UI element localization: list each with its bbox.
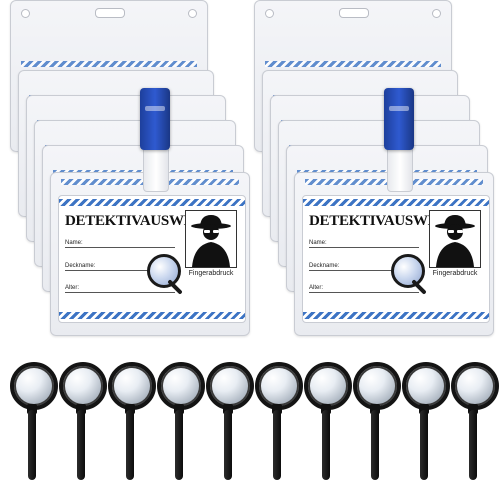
magnifying-glass-icon bbox=[402, 362, 450, 410]
sleeve-hole bbox=[188, 9, 197, 18]
card-stripe-bottom bbox=[59, 312, 245, 319]
sleeve-slot bbox=[95, 8, 125, 18]
sleeve-stripe bbox=[21, 61, 197, 67]
card-field-name: Name: bbox=[65, 240, 175, 248]
magnifying-glass-neck bbox=[419, 404, 429, 414]
card-title: DETEKTIVAUSWEIS bbox=[309, 213, 451, 229]
badge-clip bbox=[140, 88, 170, 150]
fingerprint-caption: Fingerabdruck bbox=[432, 270, 478, 277]
sleeve-hole bbox=[265, 9, 274, 18]
magnifying-glass-row bbox=[0, 354, 500, 500]
card-stripe-top bbox=[303, 199, 489, 206]
card-stripe-bottom bbox=[303, 312, 489, 319]
sleeve-stripe bbox=[265, 61, 441, 67]
magnifying-glass bbox=[449, 354, 499, 500]
magnifying-glass-neck bbox=[27, 404, 37, 414]
card-field-codename: Deckname: bbox=[65, 263, 175, 271]
magnifying-glass bbox=[400, 354, 450, 500]
magnifying-glass-neck bbox=[321, 404, 331, 414]
card-field-name: Name: bbox=[309, 240, 419, 248]
card-stripe-top bbox=[59, 199, 245, 206]
sleeve-hole bbox=[21, 9, 30, 18]
magnifying-glass bbox=[8, 354, 58, 500]
badge-clip bbox=[384, 88, 414, 150]
detective-silhouette-icon bbox=[429, 210, 481, 268]
magnifying-glass-handle bbox=[420, 410, 428, 480]
magnifying-glass-icon bbox=[147, 254, 181, 288]
card-field-codename: Deckname: bbox=[309, 263, 419, 271]
magnifying-glass-handle bbox=[77, 410, 85, 480]
detective-id-card: DETEKTIVAUSWEIS Name: Deckname: Alter: F… bbox=[58, 195, 246, 323]
magnifying-glass-neck bbox=[370, 404, 380, 414]
magnifying-glass-neck bbox=[76, 404, 86, 414]
card-field-age: Alter: bbox=[309, 285, 419, 293]
magnifying-glass-neck bbox=[174, 404, 184, 414]
fingerprint-caption: Fingerabdruck bbox=[188, 270, 234, 277]
magnifying-glass bbox=[302, 354, 352, 500]
magnifying-glass-icon bbox=[108, 362, 156, 410]
sleeve-hole bbox=[432, 9, 441, 18]
magnifying-glass-handle bbox=[273, 410, 281, 480]
magnifying-glass-handle bbox=[175, 410, 183, 480]
badge-stack-right: DETEKTIVAUSWEIS Name: Deckname: Alter: F… bbox=[252, 0, 494, 340]
magnifying-glass-icon bbox=[206, 362, 254, 410]
magnifying-glass-handle bbox=[224, 410, 232, 480]
magnifying-glass bbox=[106, 354, 156, 500]
magnifying-glass-icon bbox=[10, 362, 58, 410]
magnifying-glass-neck bbox=[272, 404, 282, 414]
magnifying-glass-handle bbox=[126, 410, 134, 480]
magnifying-glass-handle bbox=[371, 410, 379, 480]
magnifying-glass-icon bbox=[59, 362, 107, 410]
magnifying-glass-neck bbox=[125, 404, 135, 414]
magnifying-glass bbox=[204, 354, 254, 500]
detective-id-card: DETEKTIVAUSWEIS Name: Deckname: Alter: F… bbox=[302, 195, 490, 323]
magnifying-glass-icon bbox=[451, 362, 499, 410]
card-title: DETEKTIVAUSWEIS bbox=[65, 213, 207, 229]
magnifying-glass-neck bbox=[468, 404, 478, 414]
detective-silhouette-icon bbox=[185, 210, 237, 268]
badge-stack-left: DETEKTIVAUSWEIS Name: Deckname: Alter: F… bbox=[8, 0, 250, 340]
magnifying-glass bbox=[351, 354, 401, 500]
magnifying-glass-icon bbox=[157, 362, 205, 410]
sleeve-slot bbox=[339, 8, 369, 18]
magnifying-glass-neck bbox=[223, 404, 233, 414]
magnifying-glass-handle bbox=[322, 410, 330, 480]
magnifying-glass-icon bbox=[353, 362, 401, 410]
magnifying-glass-icon bbox=[391, 254, 425, 288]
magnifying-glass-handle bbox=[28, 410, 36, 480]
magnifying-glass bbox=[155, 354, 205, 500]
card-field-age: Alter: bbox=[65, 285, 175, 293]
magnifying-glass-handle bbox=[469, 410, 477, 480]
magnifying-glass bbox=[253, 354, 303, 500]
magnifying-glass-icon bbox=[255, 362, 303, 410]
magnifying-glass-icon bbox=[304, 362, 352, 410]
magnifying-glass bbox=[57, 354, 107, 500]
